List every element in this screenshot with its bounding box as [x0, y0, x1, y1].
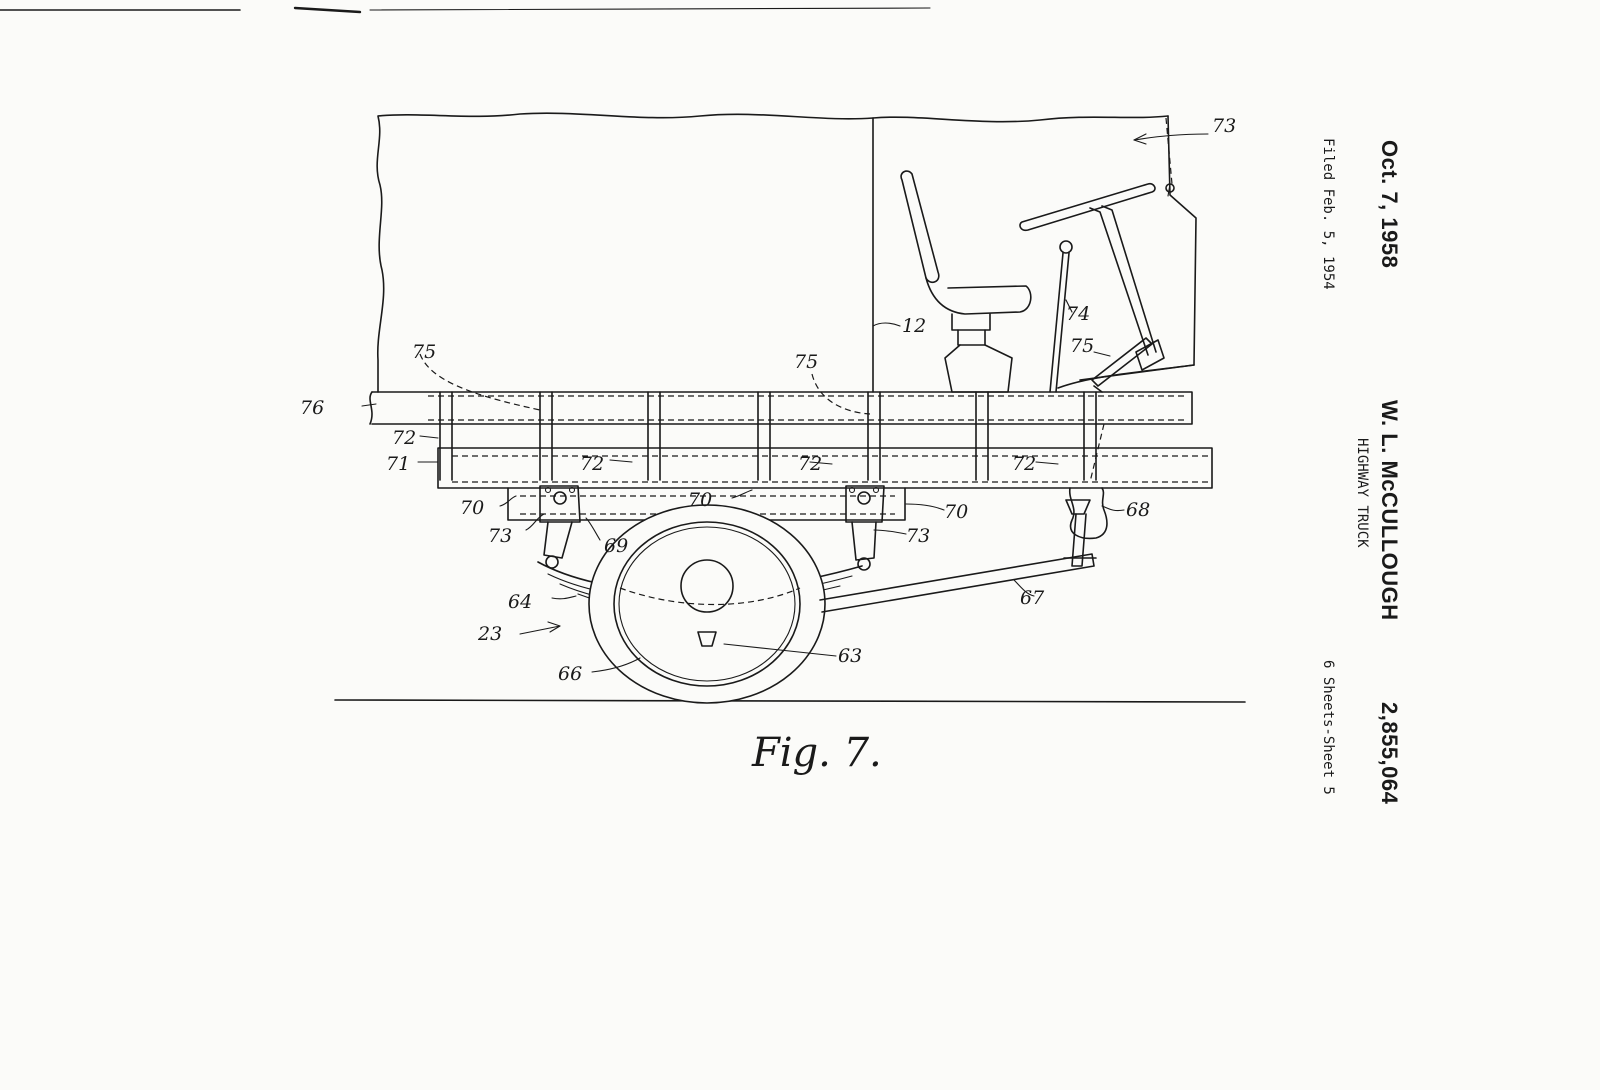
frame-posts — [439, 391, 1097, 481]
cab-panel — [872, 115, 1169, 123]
inventor-name: W. L. McCULLOUGH — [1377, 400, 1402, 621]
cab-front — [1079, 115, 1197, 381]
front-bracket — [1063, 423, 1108, 567]
ref-12: 12 — [902, 315, 926, 337]
gear-lever — [1049, 240, 1073, 393]
patent-title: HIGHWAY TRUCK — [1354, 438, 1370, 548]
driver-seat — [900, 170, 1032, 393]
patent-number: 2,855,064 — [1377, 702, 1402, 805]
ref-71: 71 — [386, 453, 410, 475]
ref-72-left: 72 — [392, 427, 416, 449]
ref-75-cab: 75 — [1070, 335, 1094, 357]
ref-72-c: 72 — [1012, 453, 1036, 475]
upper-frame-member — [369, 391, 1193, 425]
ref-75-left: 75 — [412, 341, 436, 363]
ref-72-a: 72 — [580, 453, 604, 475]
ref-74: 74 — [1066, 303, 1090, 325]
ref-70-left: 70 — [460, 497, 484, 519]
ref-70-right: 70 — [944, 501, 968, 523]
ground-line — [334, 699, 1246, 703]
ref-73-front-shackle: 73 — [488, 525, 512, 547]
filed-date: Filed Feb. 5, 1954 — [1320, 138, 1336, 290]
leader-lines — [361, 133, 1209, 673]
ref-70-mid: 70 — [688, 489, 712, 511]
reference-numerals: 73 12 74 75 75 75 76 72 71 72 72 72 70 7… — [300, 115, 1236, 685]
cab-hook — [1165, 183, 1175, 193]
ref-69: 69 — [604, 535, 628, 557]
scan-marks — [0, 6, 931, 14]
cargo-body-panel — [376, 112, 874, 393]
ref-67: 67 — [1020, 587, 1045, 609]
torque-rod — [819, 553, 1095, 613]
steering-wheel — [1019, 182, 1165, 371]
ref-72-b: 72 — [798, 453, 822, 475]
lower-frame-member — [437, 447, 1213, 489]
ref-76: 76 — [300, 397, 324, 419]
ref-23: 23 — [477, 623, 502, 645]
patent-date: Oct. 7, 1958 — [1377, 140, 1402, 269]
brace-lines — [419, 353, 871, 415]
ref-64: 64 — [508, 591, 532, 613]
rear-wheel — [588, 504, 826, 704]
rear-shackle — [845, 485, 885, 571]
ref-75-mid: 75 — [794, 351, 818, 373]
ref-63: 63 — [838, 645, 862, 667]
ref-68: 68 — [1126, 499, 1150, 521]
ref-73-top: 73 — [1212, 115, 1236, 137]
pedal — [1057, 337, 1195, 393]
ref-73-rear-shackle: 73 — [906, 525, 930, 547]
front-shackle — [539, 485, 581, 569]
figure-caption: Fig. 7. — [751, 730, 882, 776]
sheet-count: 6 Sheets-Sheet 5 — [1320, 660, 1336, 795]
ref-66: 66 — [558, 663, 582, 685]
